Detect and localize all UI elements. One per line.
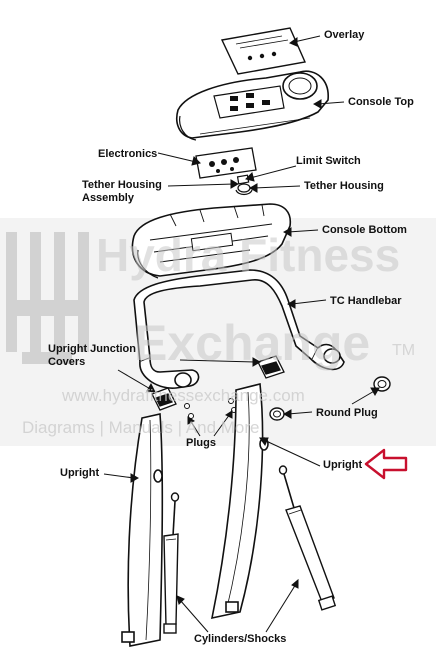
label-limit-switch: Limit Switch [296,155,361,167]
console-bottom-part [131,203,292,279]
watermark-url: www.hydrafitnessexchange.com [62,386,305,405]
label-upright-junction-covers: Upright Junction Covers [48,343,136,369]
label-upright-right: Upright [323,459,363,471]
label-plugs: Plugs [186,437,216,449]
watermark-line1: Hydra Fitness [96,229,401,281]
leader-lines [103,35,380,633]
label-console-top: Console Top [348,96,414,108]
right-cylinder-shock-part [278,465,337,611]
left-upright-part [121,413,164,647]
tether-housing-part [235,183,253,196]
label-tether-housing-assembly-line2: Assembly [82,192,134,204]
label-tether-housing-assembly: Tether Housing Assembly [82,179,162,205]
label-overlay: Overlay [324,29,365,41]
upright-junction-covers-part [151,355,285,411]
label-upright-junction-covers-line1: Upright Junction [48,343,136,355]
watermark-tm: TM [392,342,416,359]
label-upright-junction-covers-line2: Covers [48,356,86,368]
label-round-plug: Round Plug [316,407,378,419]
overlay-part [220,27,306,75]
electronics-part [195,147,257,179]
watermark-logo-icon [6,232,89,364]
watermark-line2: Exchange [134,315,371,371]
label-tether-housing: Tether Housing [304,180,384,192]
label-electronics: Electronics [98,148,158,160]
label-tether-housing-assembly-line1: Tether Housing [82,179,162,191]
tc-handlebar-part [133,269,345,389]
label-upright-left: Upright [60,467,100,479]
label-console-bottom: Console Bottom [322,224,407,236]
console-top-part [176,70,329,141]
label-cylinders-shocks: Cylinders/Shocks [194,633,287,645]
label-tc-handlebar: TC Handlebar [330,295,402,307]
watermark-tagline: Diagrams | Manuals | And More [22,418,260,437]
callout-arrow-icon [364,448,408,480]
left-cylinder-shock-part [163,492,180,634]
